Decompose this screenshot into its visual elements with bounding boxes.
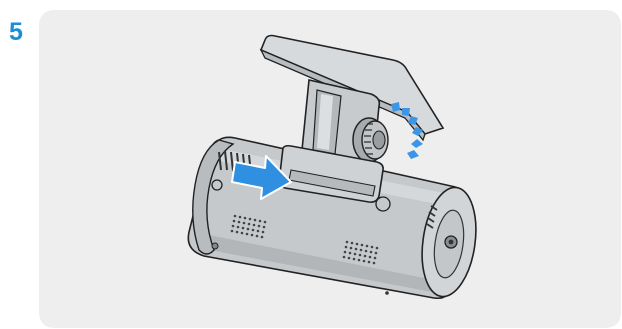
dash-cam-illustration [39,10,621,328]
step-number: 5 [9,20,23,45]
illustration-panel [39,10,621,328]
